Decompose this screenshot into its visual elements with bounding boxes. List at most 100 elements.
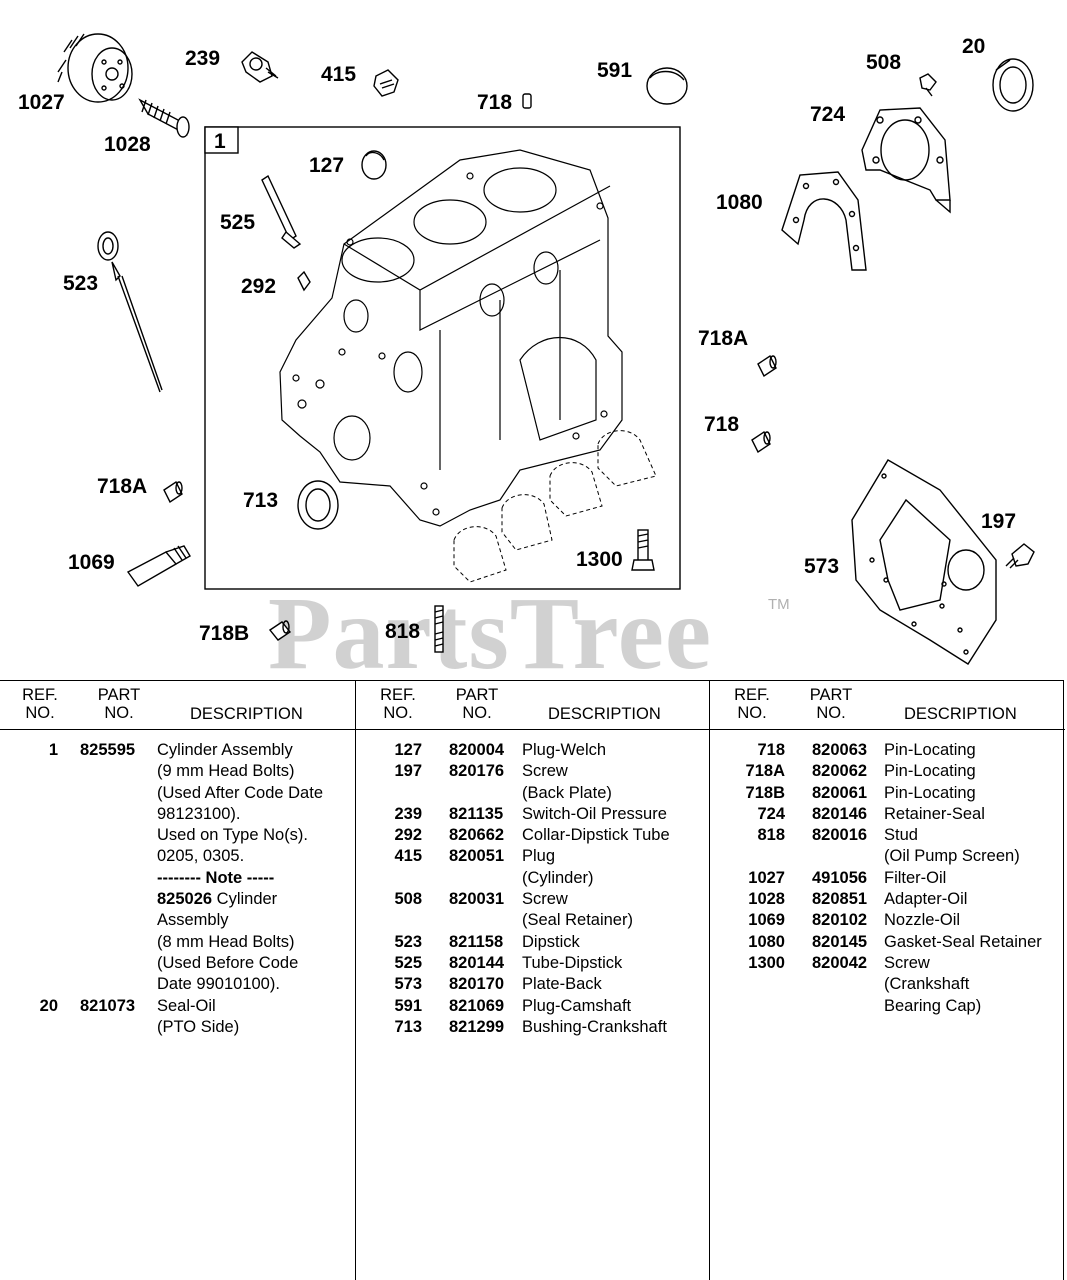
table-row: (Back Plate) xyxy=(356,783,711,804)
part-no-cell[interactable]: 820061 xyxy=(812,783,868,802)
description-cell: Adapter-Oil xyxy=(884,890,968,909)
exploded-parts-diagram: PartsTree TM xyxy=(18,33,1035,686)
callout-1027[interactable]: 1027 xyxy=(18,91,65,114)
part-no-cell[interactable]: 821158 xyxy=(449,932,504,951)
header-ref-no: REF.NO. xyxy=(22,686,58,723)
watermark-logo: PartsTree xyxy=(268,576,713,691)
locating-pin-718b-drawing xyxy=(268,620,292,641)
callout-508[interactable]: 508 xyxy=(866,51,902,74)
part-no-cell[interactable]: 825595 xyxy=(80,741,136,759)
callout-415[interactable]: 415 xyxy=(321,63,357,86)
description-cell: (9 mm Head Bolts) xyxy=(157,762,295,781)
part-no-cell[interactable]: 821135 xyxy=(449,804,504,823)
dipstick-drawing xyxy=(97,231,163,393)
part-no-cell[interactable]: 820042 xyxy=(812,953,868,972)
header-ref-no: REF.NO. xyxy=(380,686,416,723)
part-no-cell[interactable]: 820051 xyxy=(449,847,505,866)
callout-718a-left[interactable]: 718A xyxy=(97,475,148,498)
locating-pin-top-drawing xyxy=(522,93,532,109)
part-no-cell[interactable]: 820016 xyxy=(812,826,868,845)
callout-1300[interactable]: 1300 xyxy=(576,548,623,571)
dipstick-collar-drawing xyxy=(297,270,311,292)
description-cell: Pin-Locating xyxy=(884,783,976,802)
callout-724[interactable]: 724 xyxy=(810,103,846,126)
description-cell: Pin-Locating xyxy=(884,741,976,759)
crankshaft-bushing-drawing xyxy=(297,480,339,530)
part-no-cell[interactable]: 820851 xyxy=(812,890,868,909)
description-cell: (Cylinder) xyxy=(522,868,594,887)
header-description: DESCRIPTION xyxy=(190,705,303,723)
callout-239[interactable]: 239 xyxy=(185,47,221,70)
oil-pump-screen-stud-drawing xyxy=(434,605,444,653)
table-row: (Seal Retainer) xyxy=(356,910,711,931)
callout-1080[interactable]: 1080 xyxy=(716,191,763,214)
part-no-cell[interactable]: 491056 xyxy=(812,868,868,887)
diagram-drawings xyxy=(57,33,1035,665)
header-ref-no: REF.NO. xyxy=(734,686,770,723)
ref-no-cell: 20 xyxy=(39,996,58,1015)
callout-718-top[interactable]: 718 xyxy=(477,91,513,114)
cylinder-block-drawing xyxy=(279,149,623,527)
part-no-cell[interactable]: 821073 xyxy=(80,996,136,1015)
ref-no-cell: 525 xyxy=(394,953,422,972)
part-no-cell[interactable]: 820146 xyxy=(812,804,868,823)
part-no-cell[interactable]: 820176 xyxy=(449,762,505,781)
callout-523[interactable]: 523 xyxy=(63,272,99,295)
part-no-cell[interactable]: 820062 xyxy=(812,762,868,781)
description-cell: Pin-Locating xyxy=(884,762,976,781)
callout-1069[interactable]: 1069 xyxy=(68,551,115,574)
callout-197[interactable]: 197 xyxy=(981,510,1017,533)
camshaft-plug-drawing xyxy=(646,67,688,105)
callout-292[interactable]: 292 xyxy=(241,275,277,298)
table-row: Date 99010100). xyxy=(0,974,355,995)
callout-525[interactable]: 525 xyxy=(220,211,256,234)
description-cell: 0205, 0305. xyxy=(157,847,245,866)
welch-plug-drawing xyxy=(361,150,387,180)
cylinder-plug-drawing xyxy=(373,69,399,97)
ref-no-cell: 292 xyxy=(394,826,422,845)
callout-591[interactable]: 591 xyxy=(597,59,633,82)
table-row: 0205, 0305. xyxy=(0,846,355,867)
description-cell: Tube-Dipstick xyxy=(522,953,623,972)
part-no-cell[interactable]: 820662 xyxy=(449,826,505,845)
part-no-cell[interactable]: 820145 xyxy=(812,932,868,951)
part-no-cell[interactable]: 821299 xyxy=(449,1017,505,1036)
bearing-caps-dashed xyxy=(453,430,657,583)
callout-718a-right[interactable]: 718A xyxy=(698,327,749,350)
crankshaft-bearing-cap-screw-drawing xyxy=(631,529,655,571)
part-no-cell[interactable]: 820063 xyxy=(812,741,868,759)
description-cell: Plug xyxy=(522,847,556,866)
ref-no-cell: 591 xyxy=(394,996,422,1015)
callout-1028[interactable]: 1028 xyxy=(104,133,151,156)
ref-no-cell: 1080 xyxy=(748,932,785,951)
callout-718-right[interactable]: 718 xyxy=(704,413,740,436)
part-no-cell[interactable]: 820144 xyxy=(449,953,505,972)
back-plate-screw-drawing xyxy=(1005,543,1035,569)
table-row: (Oil Pump Screen) xyxy=(710,846,1065,867)
ref-no-cell: 523 xyxy=(394,932,422,951)
part-no-cell[interactable]: 820102 xyxy=(812,911,868,930)
callout-713[interactable]: 713 xyxy=(243,489,279,512)
description-cell: Collar-Dipstick Tube xyxy=(522,826,670,845)
callout-20[interactable]: 20 xyxy=(962,35,986,58)
ref-no-cell: 1027 xyxy=(748,868,785,887)
description-cell: Plug-Camshaft xyxy=(522,996,632,1015)
part-no-cell[interactable]: 821069 xyxy=(449,996,505,1015)
callout-818[interactable]: 818 xyxy=(385,620,421,643)
callout-127[interactable]: 127 xyxy=(309,154,345,177)
part-no-cell[interactable]: 820170 xyxy=(449,975,505,994)
callout-573[interactable]: 573 xyxy=(804,555,840,578)
part-no-cell[interactable]: 820004 xyxy=(449,741,505,759)
part-no-cell[interactable]: 820031 xyxy=(449,890,505,909)
callout-718b[interactable]: 718B xyxy=(199,622,250,645)
